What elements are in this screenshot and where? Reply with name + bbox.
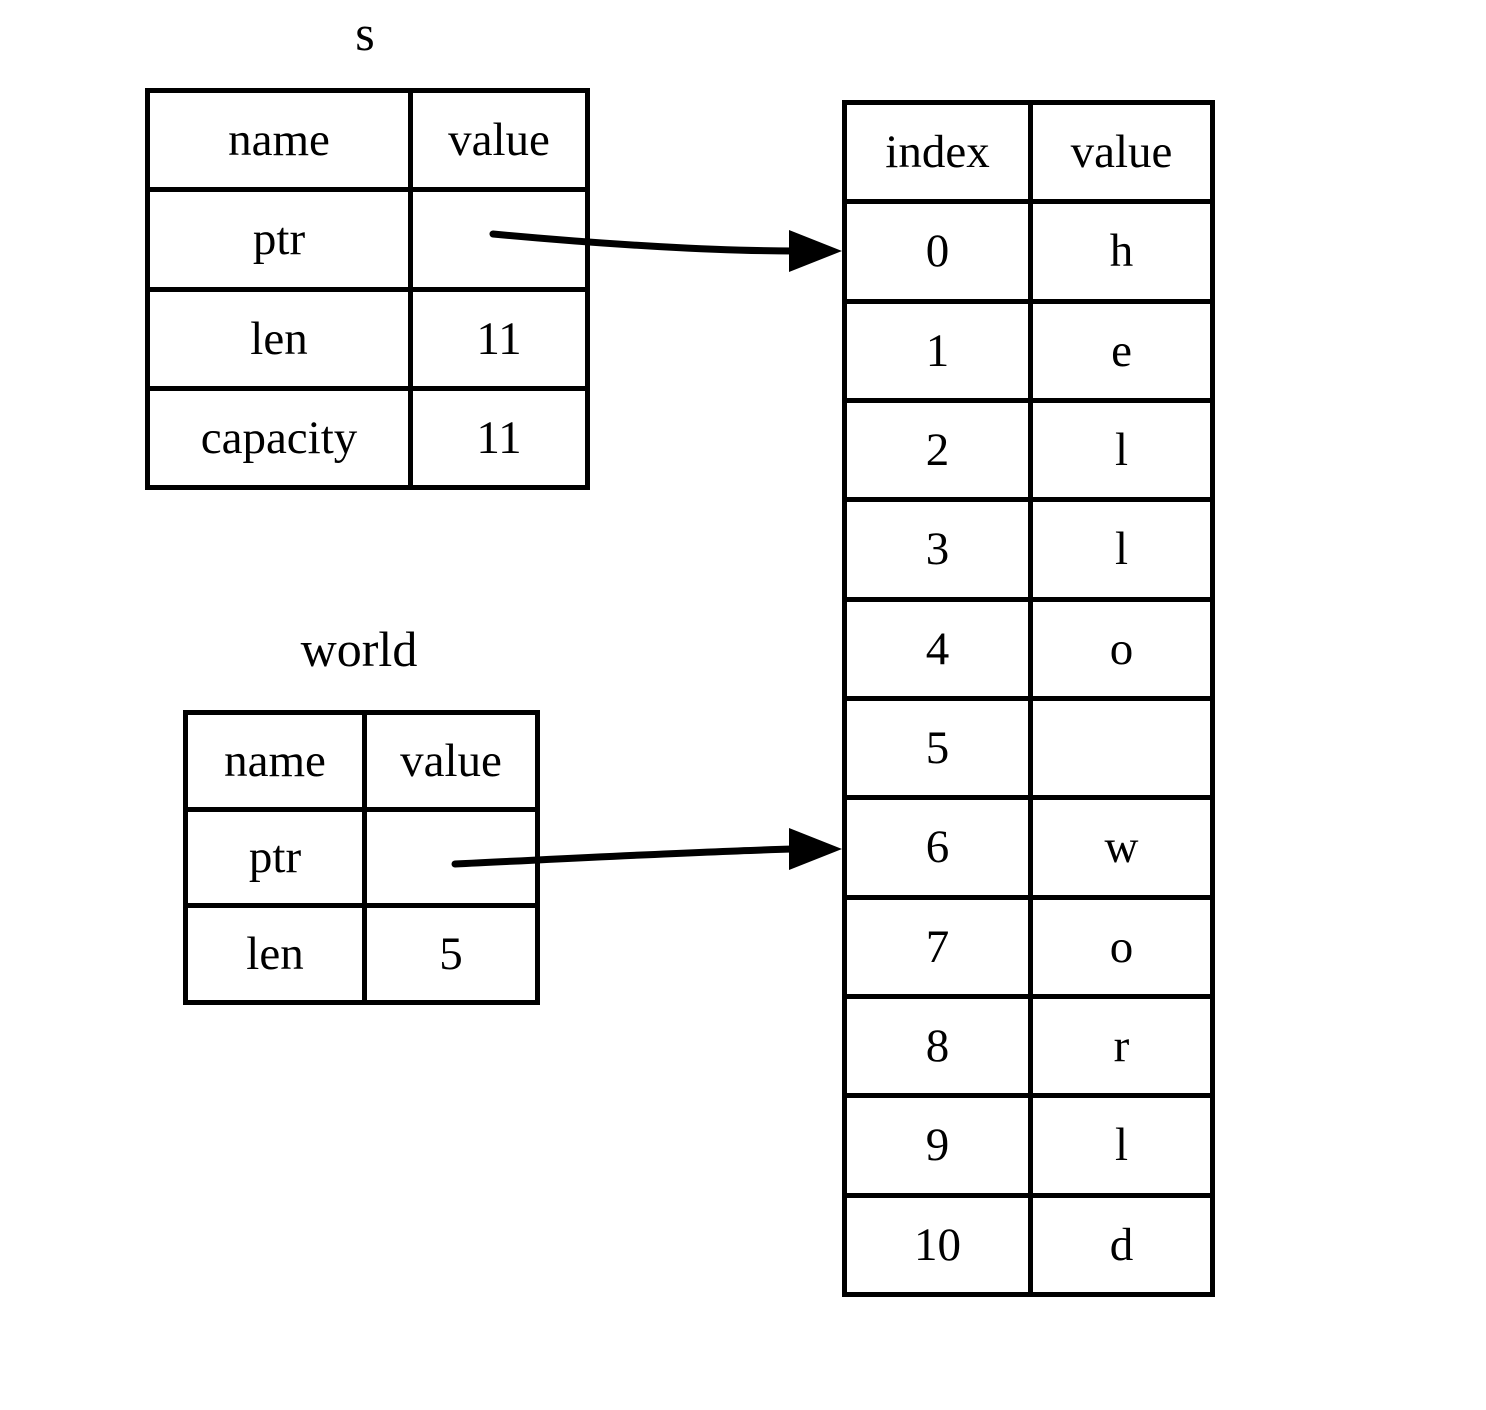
table-row: 6 w bbox=[842, 795, 1215, 900]
table-row: ptr bbox=[183, 806, 540, 909]
table-row: len 5 bbox=[183, 903, 540, 1005]
table-row: 4 o bbox=[842, 596, 1215, 701]
memory-value-cell: l bbox=[1028, 397, 1215, 503]
memory-value-cell: h bbox=[1028, 199, 1215, 304]
world-table-header-name: name bbox=[183, 710, 367, 812]
memory-value-cell: l bbox=[1028, 1093, 1215, 1198]
memory-value-cell: d bbox=[1028, 1192, 1215, 1298]
table-row: 7 o bbox=[842, 894, 1215, 999]
world-ptr-name-cell: ptr bbox=[183, 806, 367, 909]
arrowhead-icon bbox=[789, 230, 842, 272]
memory-index-cell: 9 bbox=[842, 1093, 1033, 1198]
memory-value-cell: e bbox=[1028, 298, 1215, 403]
table-row: 8 r bbox=[842, 993, 1215, 1099]
table-row: 2 l bbox=[842, 397, 1215, 503]
world-table-header-value: value bbox=[362, 710, 540, 812]
memory-index-cell: 0 bbox=[842, 199, 1033, 304]
memory-index-cell: 2 bbox=[842, 397, 1033, 503]
memory-table-header-value: value bbox=[1028, 99, 1215, 205]
s-ptr-name-cell: ptr bbox=[145, 187, 413, 292]
memory-index-cell: 1 bbox=[842, 298, 1033, 403]
world-len-name-cell: len bbox=[183, 903, 367, 1005]
memory-index-cell: 10 bbox=[842, 1192, 1033, 1298]
memory-value-cell: o bbox=[1028, 894, 1215, 999]
s-table-header-value: value bbox=[408, 87, 590, 193]
memory-index-cell: 6 bbox=[842, 795, 1033, 900]
s-table: name value ptr len 11 capacity 11 bbox=[145, 87, 590, 491]
table-row: capacity 11 bbox=[145, 385, 590, 491]
memory-value-cell: o bbox=[1028, 596, 1215, 701]
s-ptr-value-cell bbox=[408, 187, 590, 292]
world-table: name value ptr len 5 bbox=[183, 710, 540, 1005]
s-table-header-name: name bbox=[145, 87, 413, 193]
memory-value-cell: l bbox=[1028, 497, 1215, 602]
table-row: ptr bbox=[145, 187, 590, 292]
s-table-header-row: name value bbox=[145, 87, 590, 193]
memory-index-cell: 5 bbox=[842, 695, 1033, 801]
s-len-name-cell: len bbox=[145, 286, 413, 391]
memory-table: index value 0 h 1 e 2 l 3 l 4 o 5 6 w bbox=[842, 99, 1215, 1298]
table-row: 5 bbox=[842, 695, 1215, 801]
table-row: 9 l bbox=[842, 1093, 1215, 1198]
memory-value-cell bbox=[1028, 695, 1215, 801]
memory-value-cell: r bbox=[1028, 993, 1215, 1099]
s-len-value-cell: 11 bbox=[408, 286, 590, 391]
table-row: 10 d bbox=[842, 1192, 1215, 1298]
memory-index-cell: 3 bbox=[842, 497, 1033, 602]
s-capacity-name-cell: capacity bbox=[145, 385, 413, 491]
s-capacity-value-cell: 11 bbox=[408, 385, 590, 491]
world-len-value-cell: 5 bbox=[362, 903, 540, 1005]
world-table-title: world bbox=[300, 621, 418, 677]
world-ptr-value-cell bbox=[362, 806, 540, 909]
memory-table-header-row: index value bbox=[842, 99, 1215, 205]
arrowhead-icon bbox=[789, 828, 842, 870]
table-row: 1 e bbox=[842, 298, 1215, 403]
memory-value-cell: w bbox=[1028, 795, 1215, 900]
world-table-header-row: name value bbox=[183, 710, 540, 812]
table-row: 3 l bbox=[842, 497, 1215, 602]
memory-index-cell: 7 bbox=[842, 894, 1033, 999]
table-row: len 11 bbox=[145, 286, 590, 391]
memory-index-cell: 4 bbox=[842, 596, 1033, 701]
s-table-title: s bbox=[355, 5, 375, 61]
table-row: 0 h bbox=[842, 199, 1215, 304]
memory-table-header-index: index bbox=[842, 99, 1033, 205]
memory-index-cell: 8 bbox=[842, 993, 1033, 1099]
